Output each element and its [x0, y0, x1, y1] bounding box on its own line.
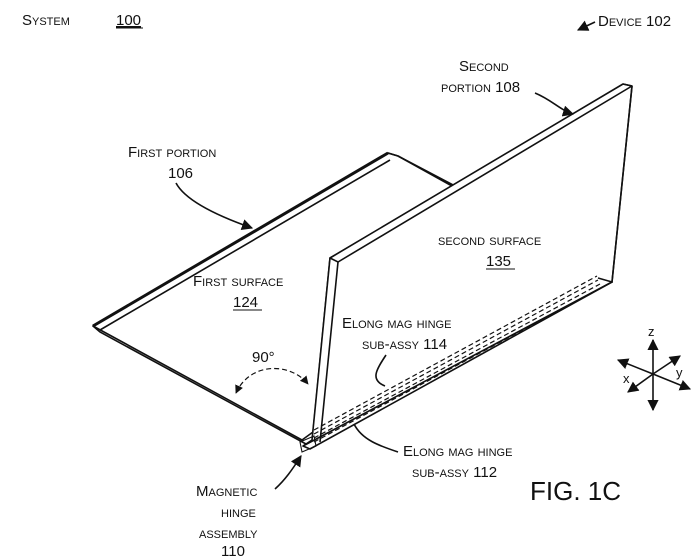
magnetic-hinge-label-1: Magnetic: [196, 483, 257, 500]
device-label: Device 102: [598, 13, 671, 30]
first-portion-panel: [92, 151, 456, 445]
first-portion-label-1: First portion: [128, 144, 216, 161]
first-surface-number: 124: [233, 294, 258, 311]
svg-text:100: 100: [116, 12, 141, 29]
hinge-114-label-2: sub-assy 114: [362, 336, 447, 353]
magnetic-hinge-label-2: hinge: [221, 504, 256, 521]
first-surface-label: First surface: [193, 273, 283, 290]
second-surface-label: second surface: [438, 232, 541, 249]
y-axis-label: y: [676, 365, 683, 380]
magnetic-hinge-label-4: 110: [221, 543, 245, 559]
hinge-magnets: [299, 275, 602, 453]
magnetic-hinge-label-3: assembly: [199, 525, 258, 542]
first-portion-label-2: 106: [168, 165, 193, 182]
x-axis-label: x: [623, 371, 630, 386]
hinge-114-label-1: Elong mag hinge: [342, 315, 451, 332]
axis-triad: z x y: [616, 324, 692, 412]
second-portion-label-1: Second: [459, 58, 509, 75]
angle-label: 90°: [252, 349, 275, 366]
z-axis-label: z: [648, 324, 655, 339]
angle-arc: [235, 367, 309, 394]
figure-label: FIG. 1C: [530, 476, 621, 506]
system-label: System 100: [22, 12, 143, 29]
svg-text:System: System: [22, 12, 70, 29]
hinge-112-label-1: Elong mag hinge: [403, 443, 512, 460]
leader-lines: [175, 20, 596, 490]
second-portion-panel: [302, 83, 633, 450]
second-portion-label-2: portion 108: [441, 79, 520, 96]
hinge-112-label-2: sub-assy 112: [412, 464, 497, 481]
second-surface-number: 135: [486, 253, 511, 270]
